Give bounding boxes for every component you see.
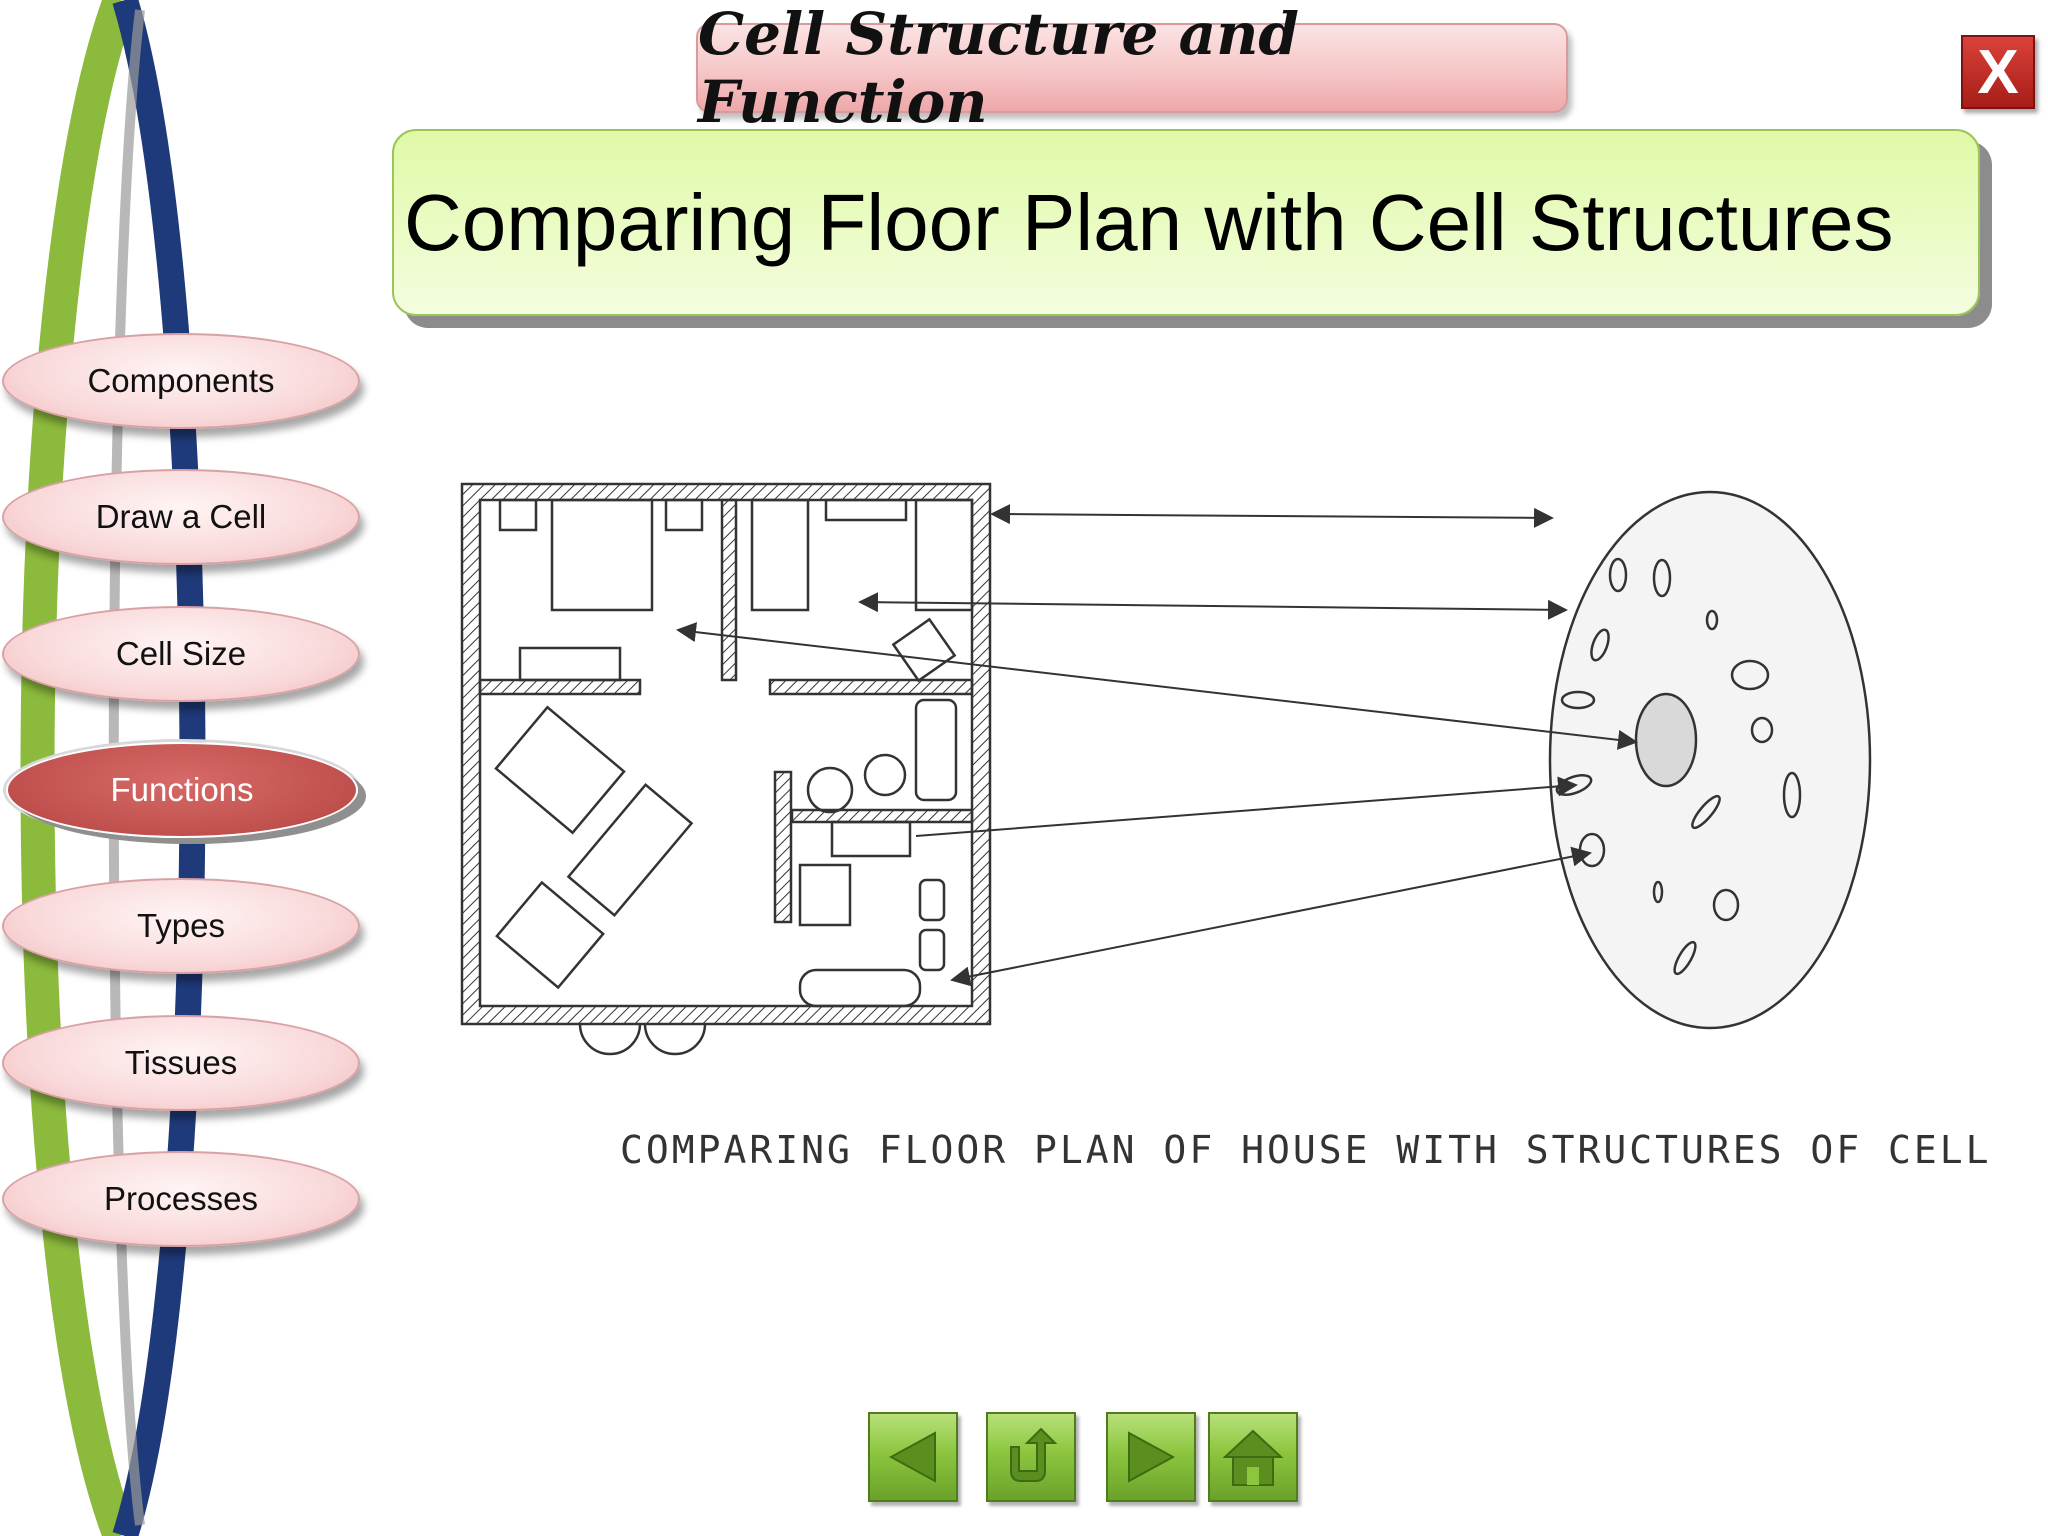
nav-functions[interactable]: Functions: [6, 742, 358, 838]
close-button[interactable]: X: [1961, 35, 2035, 109]
nav-draw-a-cell[interactable]: Draw a Cell: [2, 469, 360, 565]
cell-drawing: [1548, 490, 1872, 1030]
previous-button[interactable]: [868, 1412, 958, 1502]
app-title: Cell Structure and Function: [696, 0, 1568, 136]
slide-title: Comparing Floor Plan with Cell Structure…: [392, 129, 1980, 316]
nav-types[interactable]: Types: [2, 878, 360, 974]
arrow-right-icon: [1128, 1431, 1176, 1483]
floor-plan-drawing: [460, 482, 992, 1056]
illustration-caption: COMPARING FLOOR PLAN OF HOUSE WITH STRUC…: [620, 1128, 1992, 1172]
nav-components[interactable]: Components: [2, 333, 360, 429]
next-button[interactable]: [1106, 1412, 1196, 1502]
nav-processes[interactable]: Processes: [2, 1151, 360, 1247]
nav-cell-size[interactable]: Cell Size: [2, 606, 360, 702]
home-icon: [1222, 1429, 1284, 1486]
return-icon: [1010, 1427, 1058, 1482]
home-button[interactable]: [1208, 1412, 1298, 1502]
floor-plan-cell-illustration: [460, 482, 1872, 1056]
nav-tissues[interactable]: Tissues: [2, 1015, 360, 1111]
arrow-left-icon: [888, 1431, 936, 1483]
return-button[interactable]: [986, 1412, 1076, 1502]
